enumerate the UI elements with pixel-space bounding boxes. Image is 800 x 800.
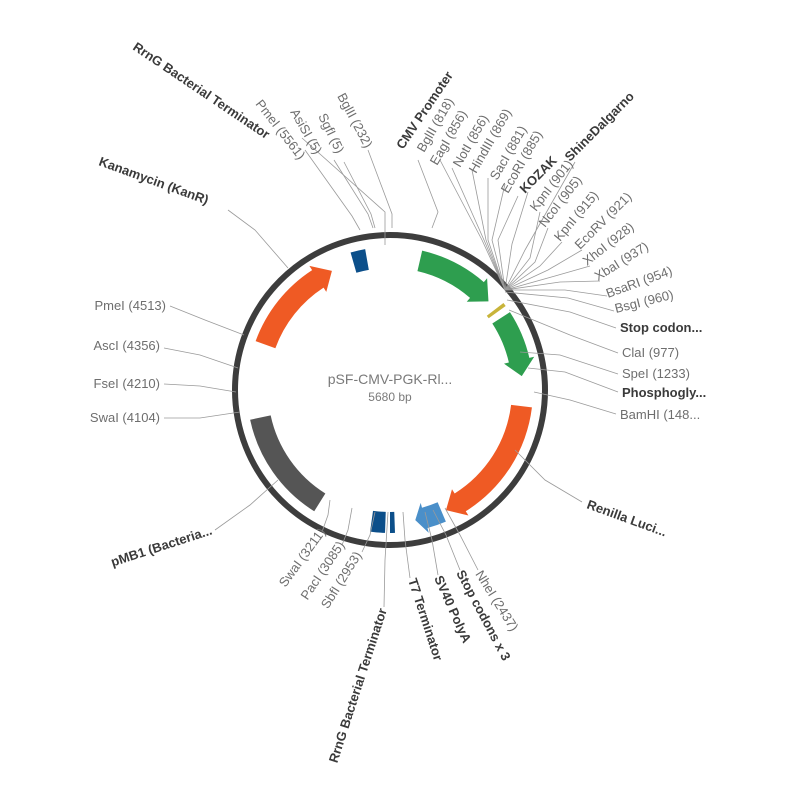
feature-rrng-terminator-top — [350, 249, 369, 273]
leader-line — [505, 289, 608, 297]
leader-line — [341, 507, 353, 546]
leader-line — [432, 509, 461, 571]
leader-line — [504, 191, 529, 291]
restriction-site-label: SwaI (4104) — [90, 410, 160, 425]
leader-line — [367, 149, 393, 228]
feature-label: Renilla Luci... — [585, 497, 669, 540]
feature-t7-terminator — [390, 511, 395, 533]
leader-line — [497, 195, 519, 291]
leader-line — [504, 291, 615, 312]
restriction-site-label: PmeI (4513) — [94, 298, 166, 313]
leader-line — [487, 178, 506, 291]
leader-line — [439, 159, 506, 291]
feature-pmb1-origin — [250, 415, 326, 512]
features-layer — [250, 249, 535, 533]
leader-line — [506, 299, 617, 329]
feature-cmv-promoter — [417, 250, 489, 302]
leader-line — [444, 507, 479, 571]
leader-line — [163, 383, 237, 393]
leader-line — [169, 305, 245, 336]
leader-line — [508, 309, 619, 354]
plasmid-backbone-circle — [232, 232, 548, 548]
restriction-site-label: FseI (4210) — [94, 376, 160, 391]
feature-label: Phosphogly... — [622, 385, 706, 400]
leader-line — [417, 159, 439, 229]
feature-renilla-luciferase — [445, 404, 532, 516]
restriction-site-label: AscI (4356) — [94, 338, 160, 353]
leader-line — [402, 511, 411, 579]
restriction-site-label: SpeI (1233) — [622, 366, 690, 381]
leader-line — [333, 159, 374, 229]
leader-line — [361, 511, 376, 553]
leader-line — [304, 149, 361, 231]
feature-label: Kanamycin (KanR) — [97, 154, 211, 208]
leader-line — [519, 351, 619, 375]
plasmid-size: 5680 bp — [368, 390, 412, 404]
plasmid-name: pSF-CMV-PGK-Rl... — [328, 371, 452, 387]
leader-line — [164, 411, 241, 419]
leader-line — [527, 367, 619, 393]
feature-sv40-polya — [415, 502, 446, 533]
feature-label: Stop codon... — [620, 320, 702, 335]
leader-lines-layer — [163, 137, 619, 608]
leader-line — [163, 347, 239, 369]
leader-line — [514, 449, 583, 503]
feature-pgk-promoter — [492, 312, 535, 377]
leader-line — [504, 265, 591, 291]
leader-line — [504, 211, 541, 291]
leader-line — [424, 511, 439, 576]
leader-line — [343, 161, 376, 229]
leader-line — [504, 227, 549, 291]
leader-line — [214, 479, 279, 531]
feature-label: RrnG Bacterial Terminator — [326, 606, 390, 764]
leader-line — [533, 391, 617, 415]
feature-label: ShineDalgarno — [562, 89, 638, 165]
leader-line — [227, 209, 289, 269]
leader-line — [383, 511, 389, 608]
feature-label: pMB1 (Bacteria... — [109, 523, 214, 570]
feature-label: RrnG Bacterial Terminator — [130, 39, 272, 142]
feature-kanamycin-resistance — [255, 265, 332, 349]
leader-line — [504, 161, 576, 291]
restriction-site-label: ClaI (977) — [622, 345, 679, 360]
leader-line — [451, 167, 506, 291]
feature-rrng-terminator-bottom — [370, 510, 386, 533]
leader-line — [504, 249, 583, 291]
leader-line — [471, 169, 506, 291]
leader-line — [491, 183, 506, 291]
leader-line — [504, 241, 563, 291]
leader-line — [504, 280, 601, 291]
leader-line — [321, 499, 331, 533]
restriction-site-label: BamHI (148... — [620, 407, 700, 422]
feature-kozak-marker — [486, 302, 506, 319]
leader-line — [301, 137, 386, 245]
